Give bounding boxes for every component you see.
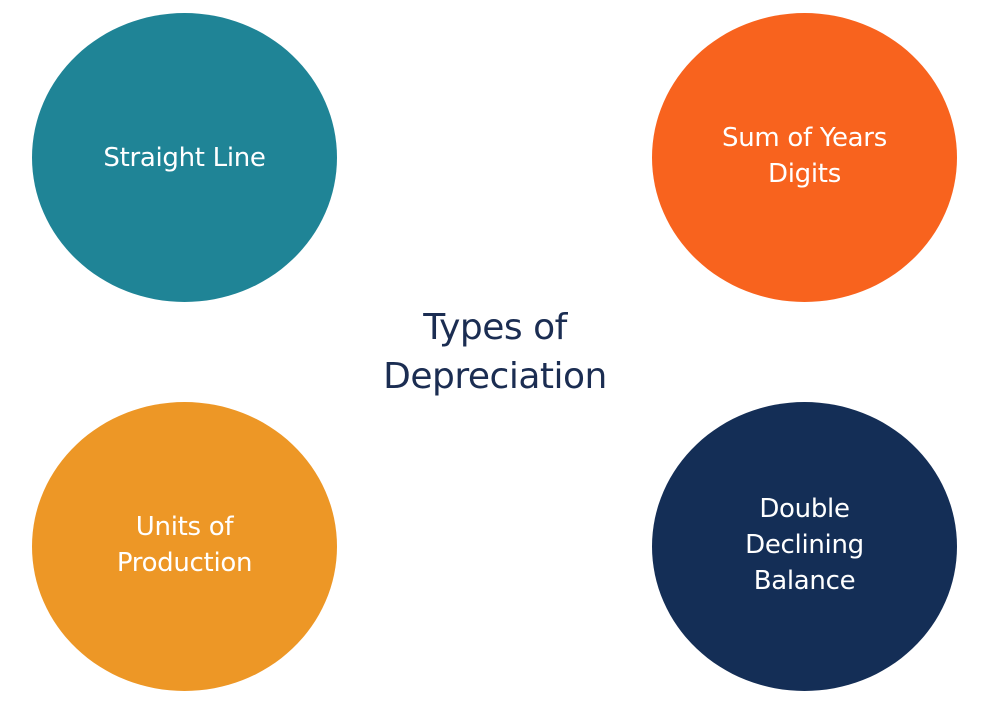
node-label: Sum of Years Digits — [722, 122, 887, 189]
node-double-declining-balance: Double Declining Balance — [652, 402, 957, 691]
node-label: Straight Line — [103, 142, 266, 173]
node-units-of-production: Units of Production — [32, 402, 337, 691]
node-label: Double Declining Balance — [745, 493, 864, 596]
node-sum-of-years-digits: Sum of Years Digits — [652, 13, 957, 302]
diagram-title: Types of Depreciation — [383, 307, 607, 397]
node-label: Units of Production — [116, 512, 253, 578]
node-straight-line: Straight Line — [32, 13, 337, 302]
